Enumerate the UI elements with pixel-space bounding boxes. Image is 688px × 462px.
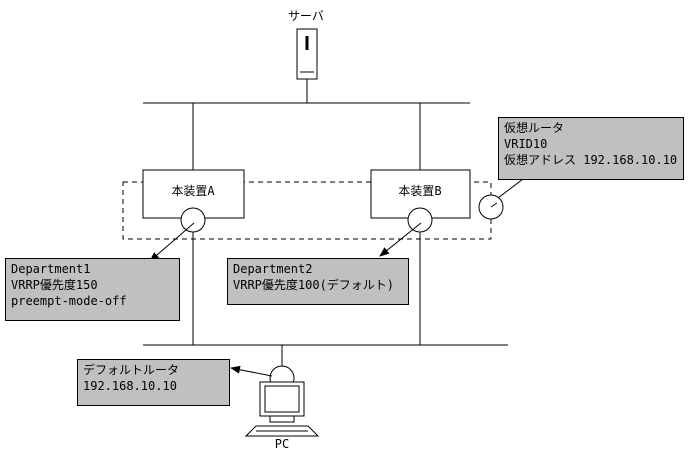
default-router-callout-arrow — [230, 365, 273, 377]
virtual-router-title: 仮想ルータ — [504, 121, 565, 135]
device-b-interface-icon — [407, 207, 433, 233]
device-b-label: 本装置B — [398, 184, 441, 198]
dept2-callout-arrow — [379, 222, 422, 257]
default-router-callout: デフォルトルータ 192.168.10.10 — [77, 359, 230, 406]
dept2-callout: Department2 VRRP優先度100(デフォルト) — [227, 258, 409, 305]
virtual-router-callout: 仮想ルータ VRID10 仮想アドレス 192.168.10.10 — [498, 117, 684, 180]
pc-icon — [244, 365, 320, 437]
dept1-priority: VRRP優先度150 — [11, 278, 98, 292]
device-a-label: 本装置A — [171, 184, 215, 198]
dept2-priority: VRRP優先度100(デフォルト) — [233, 278, 395, 292]
dept2-name: Department2 — [233, 262, 313, 276]
dept1-callout-arrow — [149, 222, 195, 262]
dept1-callout: Department1 VRRP優先度150 preempt-mode-off — [5, 258, 180, 321]
default-router-title: デフォルトルータ — [83, 363, 180, 377]
dept1-name: Department1 — [11, 262, 91, 276]
virtual-router-vrid: VRID10 — [504, 137, 548, 151]
device-a-interface-icon — [180, 207, 206, 233]
virtual-router-address: 仮想アドレス 192.168.10.10 — [504, 153, 678, 167]
dept1-preempt: preempt-mode-off — [11, 294, 127, 308]
server-label: サーバ — [288, 9, 324, 23]
server-icon — [296, 28, 318, 80]
pc-label: PC — [275, 437, 289, 451]
virtual-interface-tick — [490, 202, 498, 208]
default-router-address: 192.168.10.10 — [83, 379, 177, 393]
